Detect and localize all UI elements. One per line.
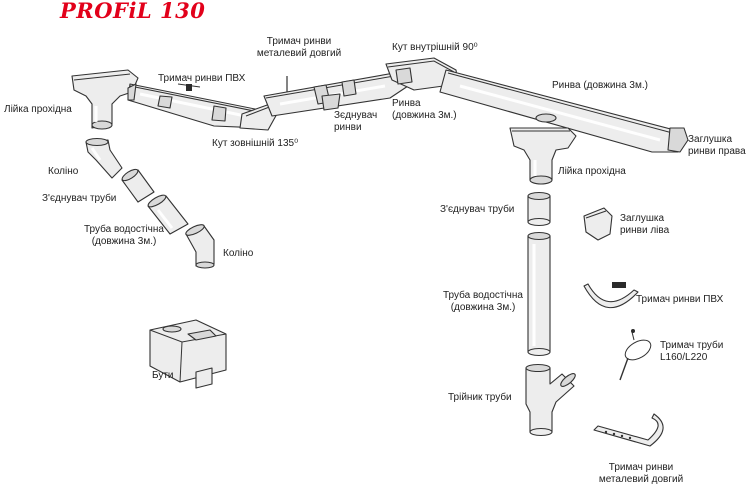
pipe-coupling-left-drawing bbox=[121, 168, 155, 203]
label-gutter-mid-line2: (довжина 3м.) bbox=[392, 110, 457, 121]
label-pvc-bracket-right: Тримач ринви ПВХ bbox=[636, 294, 724, 305]
label-connector-line1: Зєднувач bbox=[334, 110, 378, 121]
metal-bracket-bottom-drawing bbox=[593, 413, 664, 447]
pipe-tee-drawing bbox=[525, 363, 576, 437]
label-metal-bracket-bottom-line2: металевий довгий bbox=[598, 474, 684, 485]
label-connector: Зєднувач ринви bbox=[334, 110, 377, 134]
label-water-butt: Бути bbox=[152, 370, 174, 381]
pipe-right-drawing bbox=[527, 231, 551, 357]
elbow-bottom-drawing bbox=[185, 224, 215, 269]
label-gutter-mid: Ринва (довжина 3м.) bbox=[392, 98, 457, 122]
label-end-cap-right-line1: Заглушка bbox=[688, 134, 733, 145]
elbow-top-drawing bbox=[85, 137, 123, 179]
label-pipe-clamp-line2: L160/L220 bbox=[660, 352, 708, 363]
label-connector-line2: ринви bbox=[334, 122, 362, 133]
label-pipe-tee: Трійник труби bbox=[448, 392, 512, 403]
pipe-clamp-drawing bbox=[619, 329, 652, 381]
label-metal-bracket-bottom: Тримач ринви металевий довгий bbox=[588, 462, 694, 486]
label-end-cap-right: Заглушка ринви права bbox=[688, 134, 746, 158]
label-pipe-right: Труба водостічна (довжина 3м.) bbox=[432, 290, 534, 314]
label-metal-bracket-bottom-line1: Тримач ринви bbox=[608, 462, 674, 473]
label-pipe-right-line2: (довжина 3м.) bbox=[450, 302, 516, 313]
middle-gutter-drawing bbox=[263, 71, 409, 117]
label-elbow-bottom: Коліно bbox=[223, 248, 254, 259]
end-cap-left-drawing bbox=[583, 207, 613, 241]
label-pipe-left-line2: (довжина 3м.) bbox=[91, 236, 157, 247]
label-pipe-clamp-line1: Тримач труби bbox=[660, 340, 724, 351]
label-pipe-left: Труба водостічна (довжина 3м.) bbox=[72, 224, 176, 248]
label-gutter-right: Ринва (довжина 3м.) bbox=[552, 80, 648, 91]
left-gutter-drawing bbox=[127, 83, 266, 129]
outer-corner-drawing bbox=[239, 103, 279, 131]
label-elbow-top: Коліно bbox=[48, 166, 79, 177]
right-gutter-drawing bbox=[439, 69, 689, 153]
brand-title: PROFiL 130 bbox=[60, 0, 206, 23]
label-metal-bracket-top: Тримач ринви металевий довгий bbox=[250, 36, 348, 60]
label-pipe-clamp: Тримач труби L160/L220 bbox=[660, 340, 723, 364]
label-outer-corner: Кут зовнішній 135⁰ bbox=[212, 138, 299, 149]
label-inner-corner: Кут внутрішній 90⁰ bbox=[392, 42, 478, 53]
inner-corner-drawing bbox=[385, 57, 459, 91]
label-outlet-left: Лійка прохідна bbox=[4, 104, 72, 115]
label-outlet-right: Лійка прохідна bbox=[558, 166, 626, 177]
pvc-bracket-drawing bbox=[583, 282, 639, 309]
label-end-cap-left-line1: Заглушка bbox=[620, 213, 665, 224]
right-outlet-drawing bbox=[509, 127, 577, 185]
label-end-cap-left: Заглушка ринви ліва bbox=[620, 213, 669, 237]
label-pipe-coupling-left: З'єднувач труби bbox=[42, 193, 117, 204]
label-metal-bracket-top-line1: Тримач ринви bbox=[266, 36, 332, 47]
pipe-left-drawing bbox=[147, 194, 189, 235]
label-metal-bracket-top-line2: металевий довгий bbox=[256, 48, 342, 59]
label-pipe-right-line1: Труба водостічна bbox=[443, 290, 523, 301]
label-end-cap-right-line2: ринви права bbox=[688, 146, 746, 157]
label-end-cap-left-line2: ринви ліва bbox=[620, 225, 670, 236]
water-butt-drawing bbox=[149, 319, 227, 389]
pipe-coupling-right-drawing bbox=[527, 191, 551, 227]
label-pipe-coupling-right: З'єднувач труби bbox=[440, 204, 515, 215]
label-gutter-mid-line1: Ринва bbox=[392, 98, 421, 109]
label-pipe-left-line1: Труба водостічна bbox=[84, 224, 164, 235]
label-bracket-pvc-top: Тримач ринви ПВХ bbox=[158, 73, 246, 84]
left-outlet-drawing bbox=[71, 69, 139, 130]
